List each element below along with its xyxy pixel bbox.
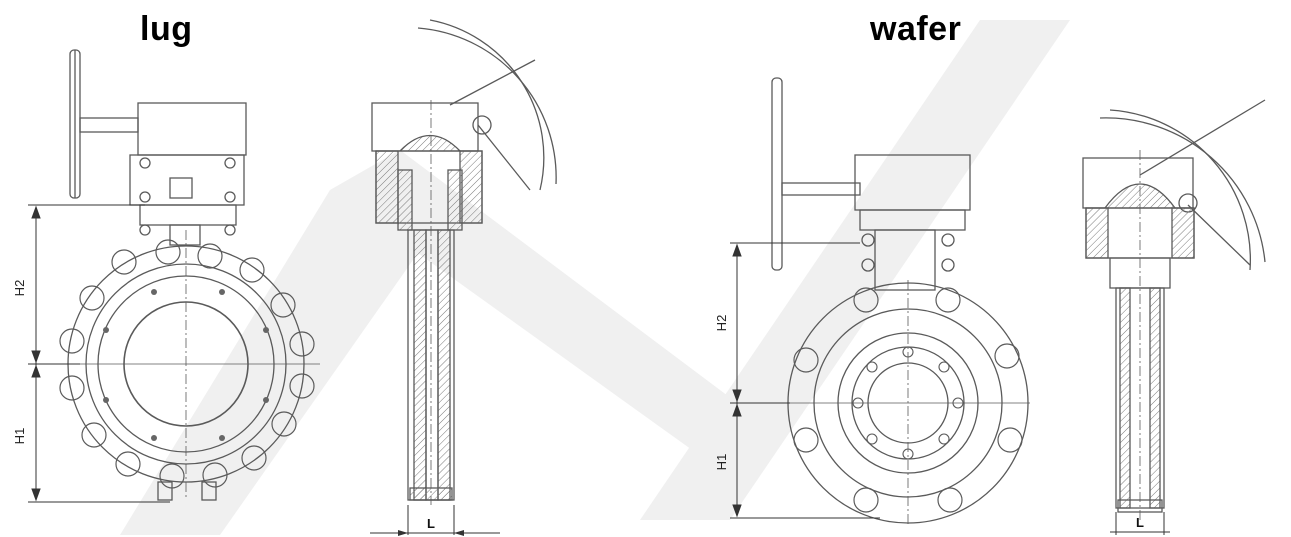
lug-dimension-lines xyxy=(28,204,170,503)
lug-side-view xyxy=(370,19,557,536)
lever-arc xyxy=(1109,109,1252,271)
gearbox xyxy=(137,102,247,156)
lug-bolt-holes xyxy=(59,239,315,489)
handwheel-icon xyxy=(771,77,861,271)
wafer-dimension-lines xyxy=(730,242,880,519)
wafer-title: wafer xyxy=(870,10,962,48)
lug-h2-label: H2 xyxy=(12,280,27,297)
lug-title: lug xyxy=(140,10,193,48)
wafer-h1-label: H1 xyxy=(714,454,729,471)
wafer-side-view xyxy=(1082,99,1266,535)
lug-l-label: L xyxy=(427,516,435,531)
wafer-l-label: L xyxy=(1136,515,1144,530)
lug-front-view xyxy=(35,49,320,501)
watermark xyxy=(120,20,1070,535)
wafer-front-view xyxy=(735,77,1030,525)
lug-h1-label: H1 xyxy=(12,428,27,445)
wafer-lug-holes xyxy=(793,287,1023,513)
lever-arc xyxy=(429,19,545,191)
wafer-h2-label: H2 xyxy=(714,315,729,332)
handwheel-icon xyxy=(69,49,139,199)
